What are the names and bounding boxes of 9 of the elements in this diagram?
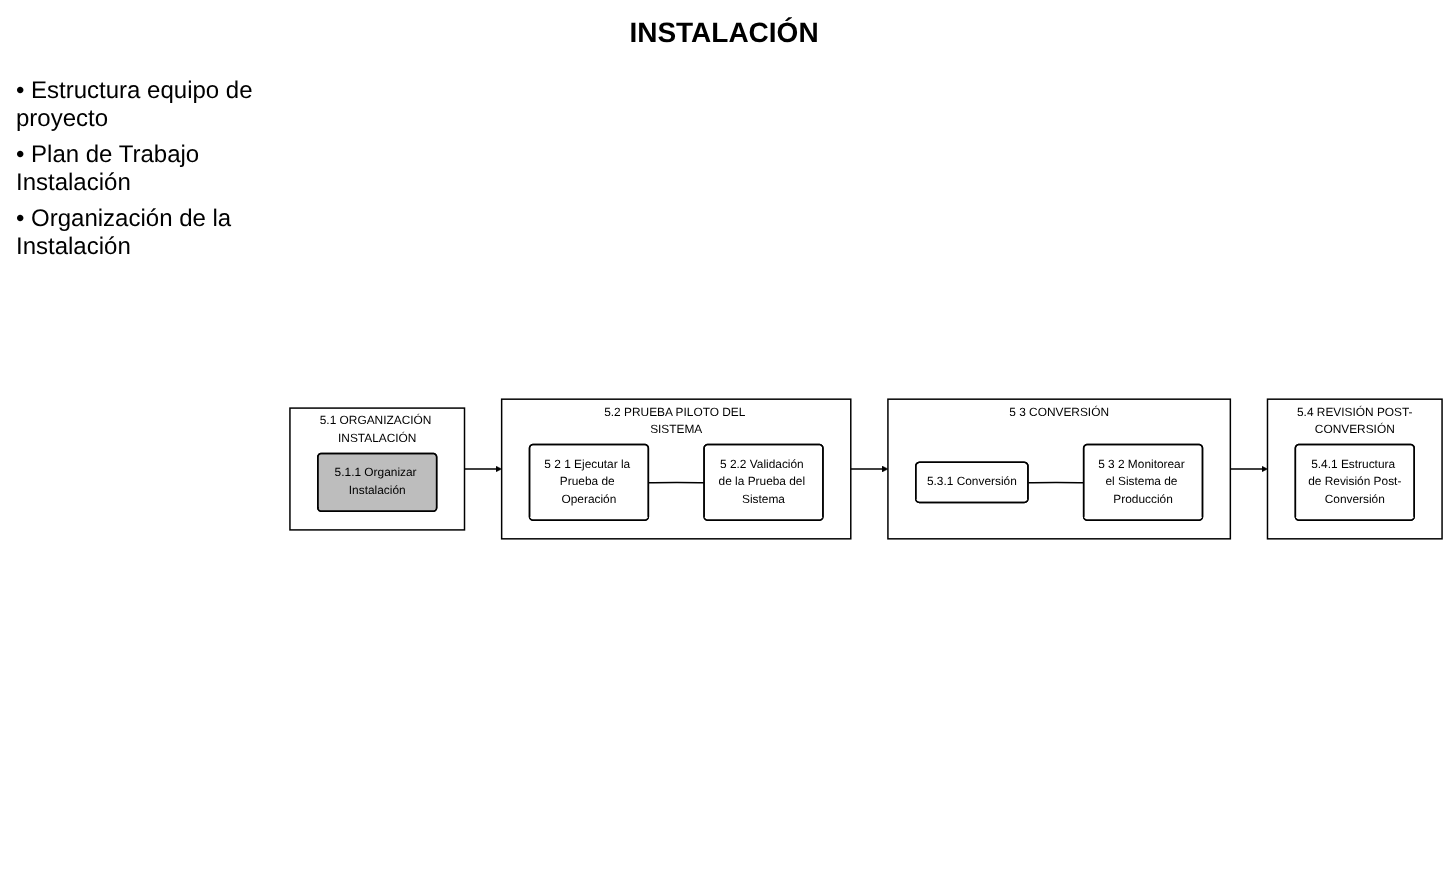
- connector: [648, 481, 706, 484]
- arrow: [463, 465, 502, 473]
- bullet-item: • Organización de la Instalación: [16, 204, 234, 260]
- connector: [1027, 481, 1085, 484]
- arrow: [850, 465, 889, 473]
- arrow: [1229, 465, 1268, 473]
- bullet-item: • Estructura equipo de proyecto: [16, 76, 255, 132]
- bullet-item: • Plan de Trabajo Instalación: [16, 140, 202, 196]
- diagram-title: INSTALACIÓN: [629, 16, 819, 48]
